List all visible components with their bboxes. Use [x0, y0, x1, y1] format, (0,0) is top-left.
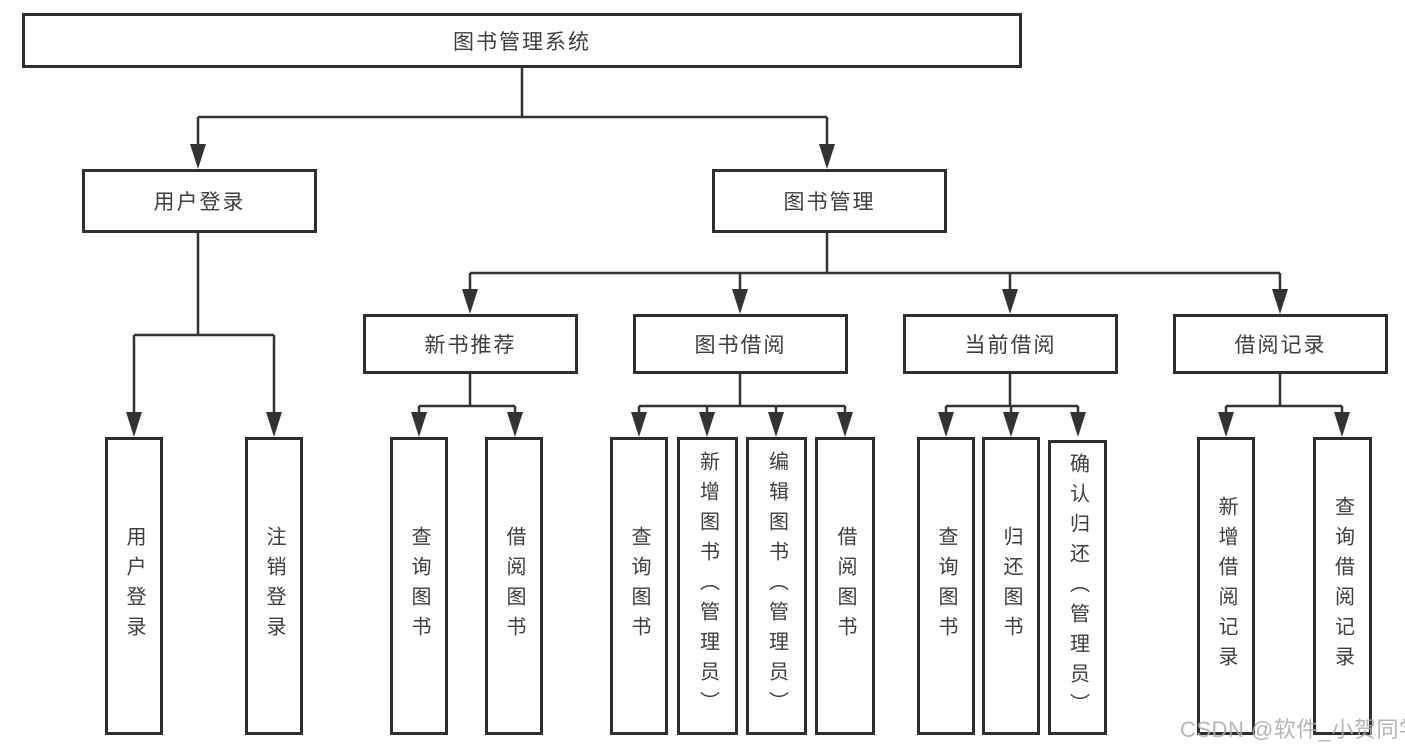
arrow-current-borrow	[1002, 289, 1018, 314]
node-current-borrow-label: 当前借阅	[964, 334, 1057, 357]
leaf-br-query-record: 查询借阅记录	[1313, 437, 1372, 735]
leaf-nb-query-books: 查询图书	[390, 437, 448, 735]
leaf-nb-borrow-books: 借阅图书	[485, 437, 543, 735]
leaf-bb-query-books-label: 查询图书	[628, 526, 650, 646]
leaf-nb-query-books-label: 查询图书	[408, 526, 430, 646]
arrow-cb-leaf2	[1003, 412, 1019, 437]
arrow-book-management	[819, 144, 835, 169]
leaf-bb-borrow-books: 借阅图书	[815, 437, 875, 735]
arrow-bb-leaf4	[837, 412, 853, 437]
leaf-bb-edit-books-admin-label: 编辑图书（管理员）	[765, 451, 788, 721]
leaf-logout-label: 注销登录	[263, 526, 285, 646]
leaf-cb-query-books: 查询图书	[917, 437, 975, 735]
leaf-cb-confirm-return-admin-label: 确认归还（管理员）	[1066, 452, 1089, 723]
node-current-borrow: 当前借阅	[903, 314, 1118, 374]
arrow-cb-leaf1	[938, 412, 954, 437]
node-new-book-recommend: 新书推荐	[363, 314, 578, 374]
arrow-bb-leaf1	[631, 412, 647, 437]
arrow-cb-leaf3	[1070, 412, 1086, 437]
arrow-nb-leaf1	[411, 412, 427, 437]
arrow-bb-leaf2	[699, 412, 715, 437]
leaf-cb-return-books-label: 归还图书	[1000, 526, 1022, 646]
arrow-nb-leaf2	[507, 412, 523, 437]
arrow-book-borrow	[732, 289, 748, 314]
node-book-management-label: 图书管理	[783, 191, 876, 214]
leaf-user-login: 用户登录	[105, 437, 163, 735]
arrow-new-book	[462, 289, 478, 314]
node-book-borrow: 图书借阅	[633, 314, 848, 374]
arrow-br-leaf1	[1218, 412, 1234, 437]
node-root-label: 图书管理系统	[453, 30, 591, 54]
node-user-login: 用户登录	[82, 169, 317, 233]
arrow-bb-leaf3	[768, 412, 784, 437]
arrow-borrow-record	[1272, 289, 1288, 314]
node-borrow-records: 借阅记录	[1173, 314, 1388, 374]
node-user-login-label: 用户登录	[153, 191, 246, 214]
leaf-cb-return-books: 归还图书	[982, 437, 1040, 735]
leaf-br-add-record-label: 新增借阅记录	[1215, 496, 1237, 676]
node-book-management: 图书管理	[712, 169, 947, 233]
node-root: 图书管理系统	[22, 13, 1022, 68]
node-book-borrow-label: 图书借阅	[694, 334, 787, 357]
leaf-bb-borrow-books-label: 借阅图书	[834, 526, 856, 646]
leaf-nb-borrow-books-label: 借阅图书	[503, 526, 525, 646]
arrow-leaf-logout	[266, 412, 282, 437]
csdn-watermark: CSDN @软件_小贺同学	[1180, 717, 1405, 742]
leaf-cb-confirm-return-admin: 确认归还（管理员）	[1048, 440, 1107, 735]
leaf-bb-edit-books-admin: 编辑图书（管理员）	[746, 437, 807, 735]
leaf-user-login-label: 用户登录	[123, 526, 145, 646]
arrow-user-login	[190, 144, 206, 169]
leaf-logout: 注销登录	[245, 437, 303, 735]
node-borrow-records-label: 借阅记录	[1234, 334, 1327, 357]
arrow-leaf-login	[126, 412, 142, 437]
leaf-bb-add-books-admin: 新增图书（管理员）	[677, 437, 738, 735]
leaf-br-query-record-label: 查询借阅记录	[1331, 496, 1354, 676]
leaf-br-add-record: 新增借阅记录	[1197, 437, 1255, 735]
leaf-bb-add-books-admin-label: 新增图书（管理员）	[696, 451, 719, 721]
leaf-cb-query-books-label: 查询图书	[935, 526, 957, 646]
leaf-bb-query-books: 查询图书	[610, 437, 668, 735]
arrow-br-leaf2	[1334, 412, 1350, 437]
node-new-book-recommend-label: 新书推荐	[424, 334, 517, 357]
